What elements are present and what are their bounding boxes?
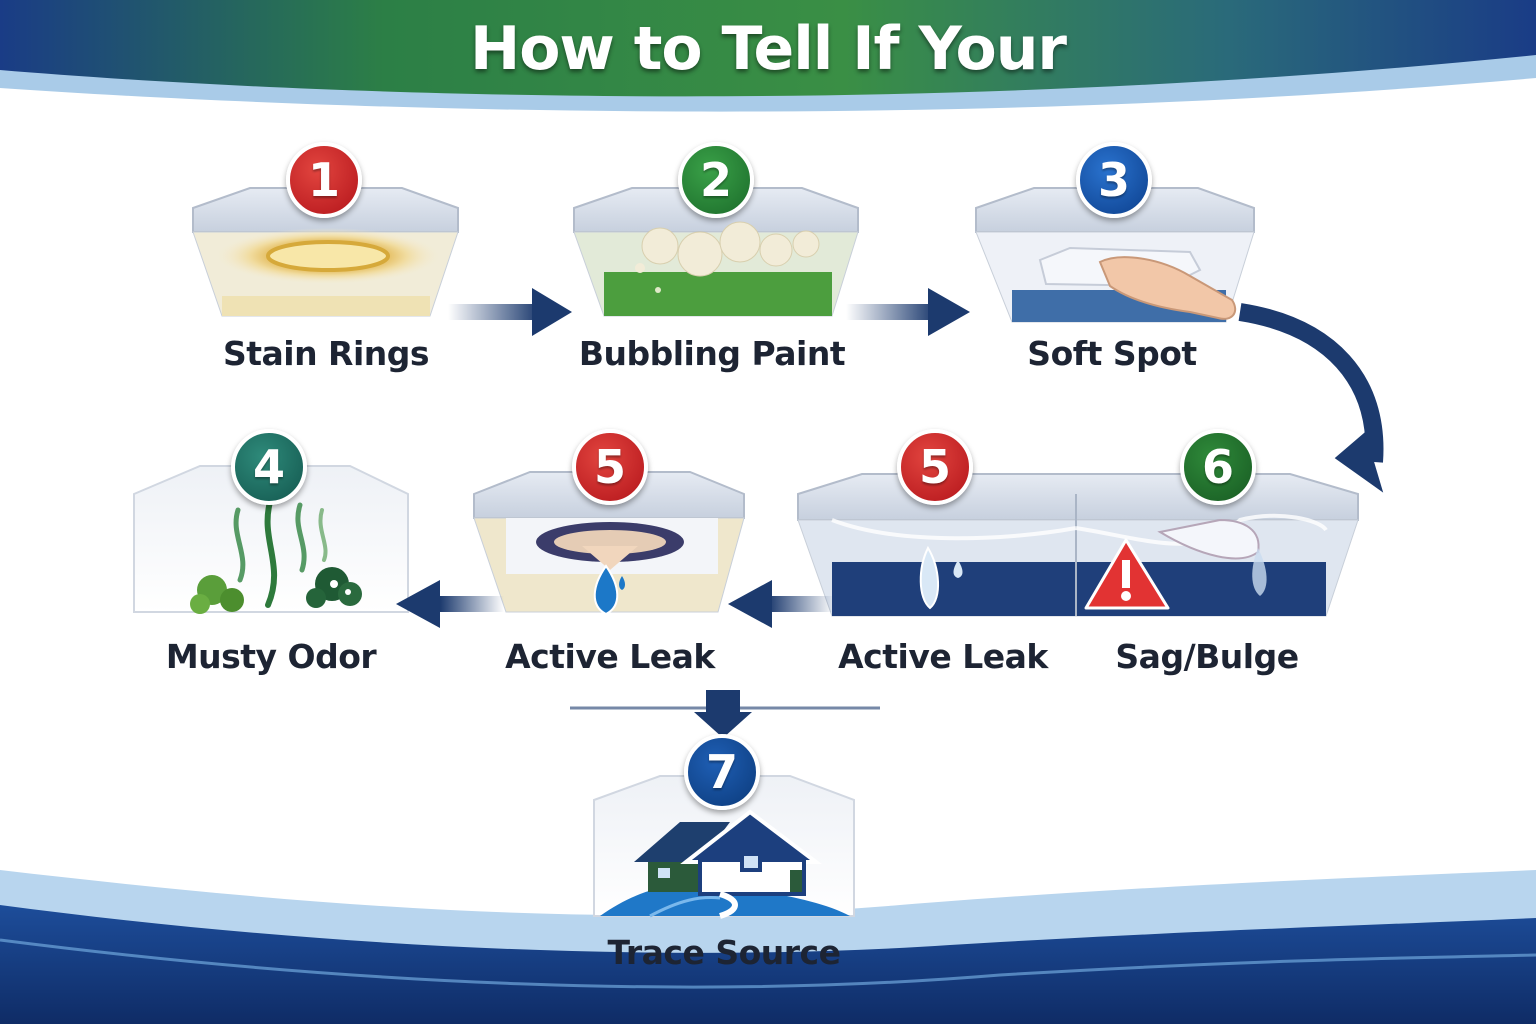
soft-spot-icon [976,188,1254,322]
step-5b-label: Active Leak [838,637,1048,676]
active-leak-icon [474,472,744,612]
arrow-3-to-6 [1238,303,1384,463]
arrow-6-to-5 [768,596,834,612]
step-7-badge: 7 [684,734,760,810]
arrow-to-7 [706,690,740,714]
stain-rings-icon [193,188,458,316]
step-5a-badge: 5 [572,429,648,505]
house-icon [594,776,854,916]
step-2-badge: 2 [678,142,754,218]
active-leak-panel [473,471,745,616]
musty-odor-panel [133,465,409,614]
active-leak-drip-icon [798,474,1076,616]
step-7-label: Trace Source [607,933,841,972]
step-6-badge: 6 [1180,429,1256,505]
flow-arrows [396,288,1384,738]
step-1-label: Stain Rings [222,334,430,373]
step-5a-label: Active Leak [505,637,715,676]
page-title: How to Tell If Your [470,14,1067,84]
bubbling-paint-icon [574,188,858,316]
step-4-label: Musty Odor [165,637,377,676]
trace-source-panel [593,775,855,919]
sag-bulge-icon [1076,474,1358,616]
step-5b-badge: 5 [897,429,973,505]
arrow-2-to-3 [846,304,936,320]
arrow-5-to-4 [440,596,504,612]
step-3-label: Soft Spot [1027,334,1197,373]
step-1-badge: 1 [286,142,362,218]
arrow-1-to-2 [448,304,540,320]
step-6-label: Sag/Bulge [1115,637,1299,676]
musty-odor-icon [134,466,408,612]
step-2-label: Bubbling Paint [578,334,846,373]
step-3-badge: 3 [1076,142,1152,218]
step-4-badge: 4 [231,429,307,505]
